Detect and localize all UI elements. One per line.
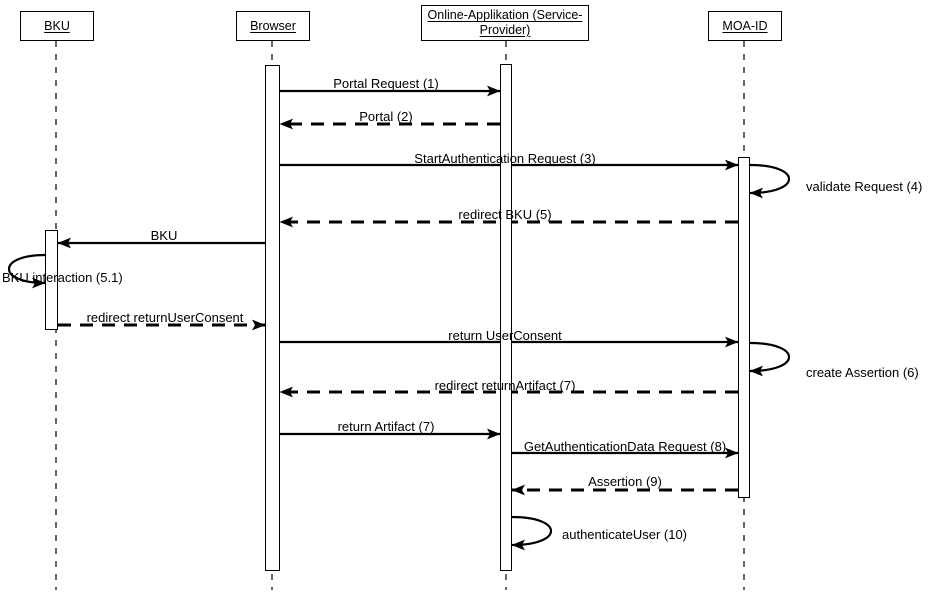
activation-bar-bku xyxy=(45,230,58,330)
message-label-11: redirect returnArtifact (7) xyxy=(434,378,576,393)
message-label-1: Portal Request (1) xyxy=(333,76,439,91)
message-label-9: return UserConsent xyxy=(448,328,562,343)
message-label-12: return Artifact (7) xyxy=(337,419,435,434)
self-message-4 xyxy=(749,163,791,199)
activation-bar-oa xyxy=(500,64,512,571)
message-label-3: StartAuthentication Request (3) xyxy=(414,151,596,166)
message-label-15: authenticateUser (10) xyxy=(562,527,688,542)
message-label-2: Portal (2) xyxy=(359,109,413,124)
participant-label-browser: Browser xyxy=(250,18,296,33)
message-label-6: BKU xyxy=(150,228,178,243)
self-message-10 xyxy=(749,341,791,377)
participant-label-moaid: MOA-ID xyxy=(722,18,768,33)
participant-label-oa: Online-Applikation (Service-Provider) xyxy=(427,8,583,37)
message-label-8: redirect returnUserConsent xyxy=(86,310,244,325)
message-label-14: Assertion (9) xyxy=(588,474,662,489)
message-label-5: redirect BKU (5) xyxy=(458,207,552,222)
participant-label-bku: BKU xyxy=(44,18,70,33)
participant-header-bku: BKU xyxy=(20,11,94,41)
activation-bar-browser xyxy=(265,65,280,571)
message-label-4: validate Request (4) xyxy=(806,179,923,194)
self-message-7 xyxy=(7,253,46,289)
participant-header-oa: Online-Applikation (Service-Provider) xyxy=(421,5,589,41)
participant-header-moaid: MOA-ID xyxy=(708,11,782,41)
message-label-7: BKU interaction (5.1) xyxy=(2,270,123,285)
message-label-13: GetAuthenticationData Request (8) xyxy=(523,439,727,454)
activation-bar-moaid xyxy=(738,157,750,498)
self-message-15 xyxy=(511,515,553,551)
participant-header-browser: Browser xyxy=(236,11,310,41)
message-label-10: create Assertion (6) xyxy=(806,365,919,380)
